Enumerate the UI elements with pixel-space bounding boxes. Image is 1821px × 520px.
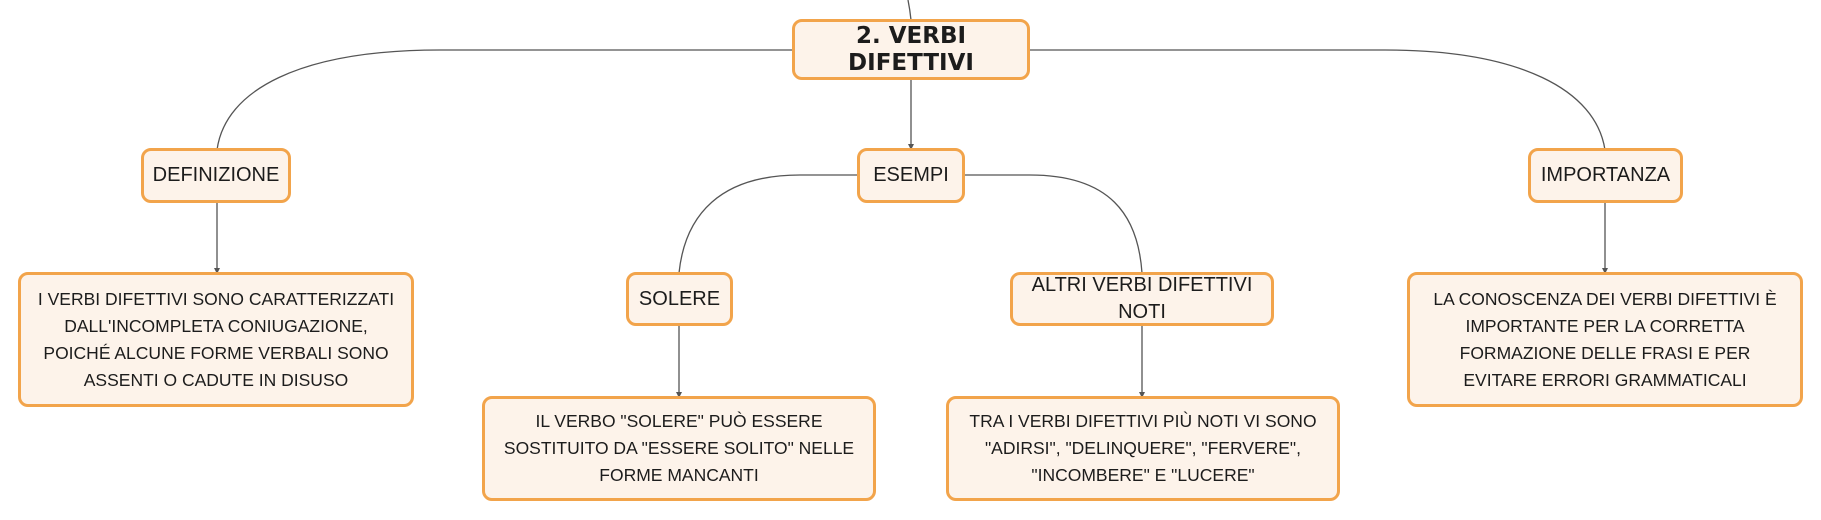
topic-definizione[interactable]: DEFINIZIONE — [141, 148, 291, 203]
root-topic[interactable]: 2. VERBI DIFETTIVI — [792, 19, 1030, 80]
arrowhead-solere-text — [676, 392, 682, 398]
connector-root-to-definizione — [216, 49, 794, 151]
importanza-text[interactable]: LA CONOSCENZA DEI VERBI DIFETTIVI È IMPO… — [1407, 272, 1803, 407]
connector-esempi-to-solere — [678, 174, 858, 274]
altri-verbi-text[interactable]: TRA I VERBI DIFETTIVI PIÙ NOTI VI SONO "… — [946, 396, 1340, 501]
arrowhead-esempi — [908, 144, 914, 150]
connector-parent-to-root — [907, 0, 912, 21]
connector-root-to-importanza — [1029, 49, 1606, 151]
connector-esempi-to-altri — [964, 174, 1143, 274]
arrowhead-importanza-text — [1602, 268, 1608, 274]
definizione-text[interactable]: I VERBI DIFETTIVI SONO CARATTERIZZATI DA… — [18, 272, 414, 407]
arrowhead-definizione-text — [214, 268, 220, 274]
topic-solere[interactable]: SOLERE — [626, 272, 733, 326]
topic-importanza[interactable]: IMPORTANZA — [1528, 148, 1683, 203]
arrowhead-altri-text — [1139, 392, 1145, 398]
topic-esempi[interactable]: ESEMPI — [857, 148, 965, 203]
topic-altri-verbi[interactable]: ALTRI VERBI DIFETTIVI NOTI — [1010, 272, 1274, 326]
solere-text[interactable]: IL VERBO "SOLERE" PUÒ ESSERE SOSTITUITO … — [482, 396, 876, 501]
